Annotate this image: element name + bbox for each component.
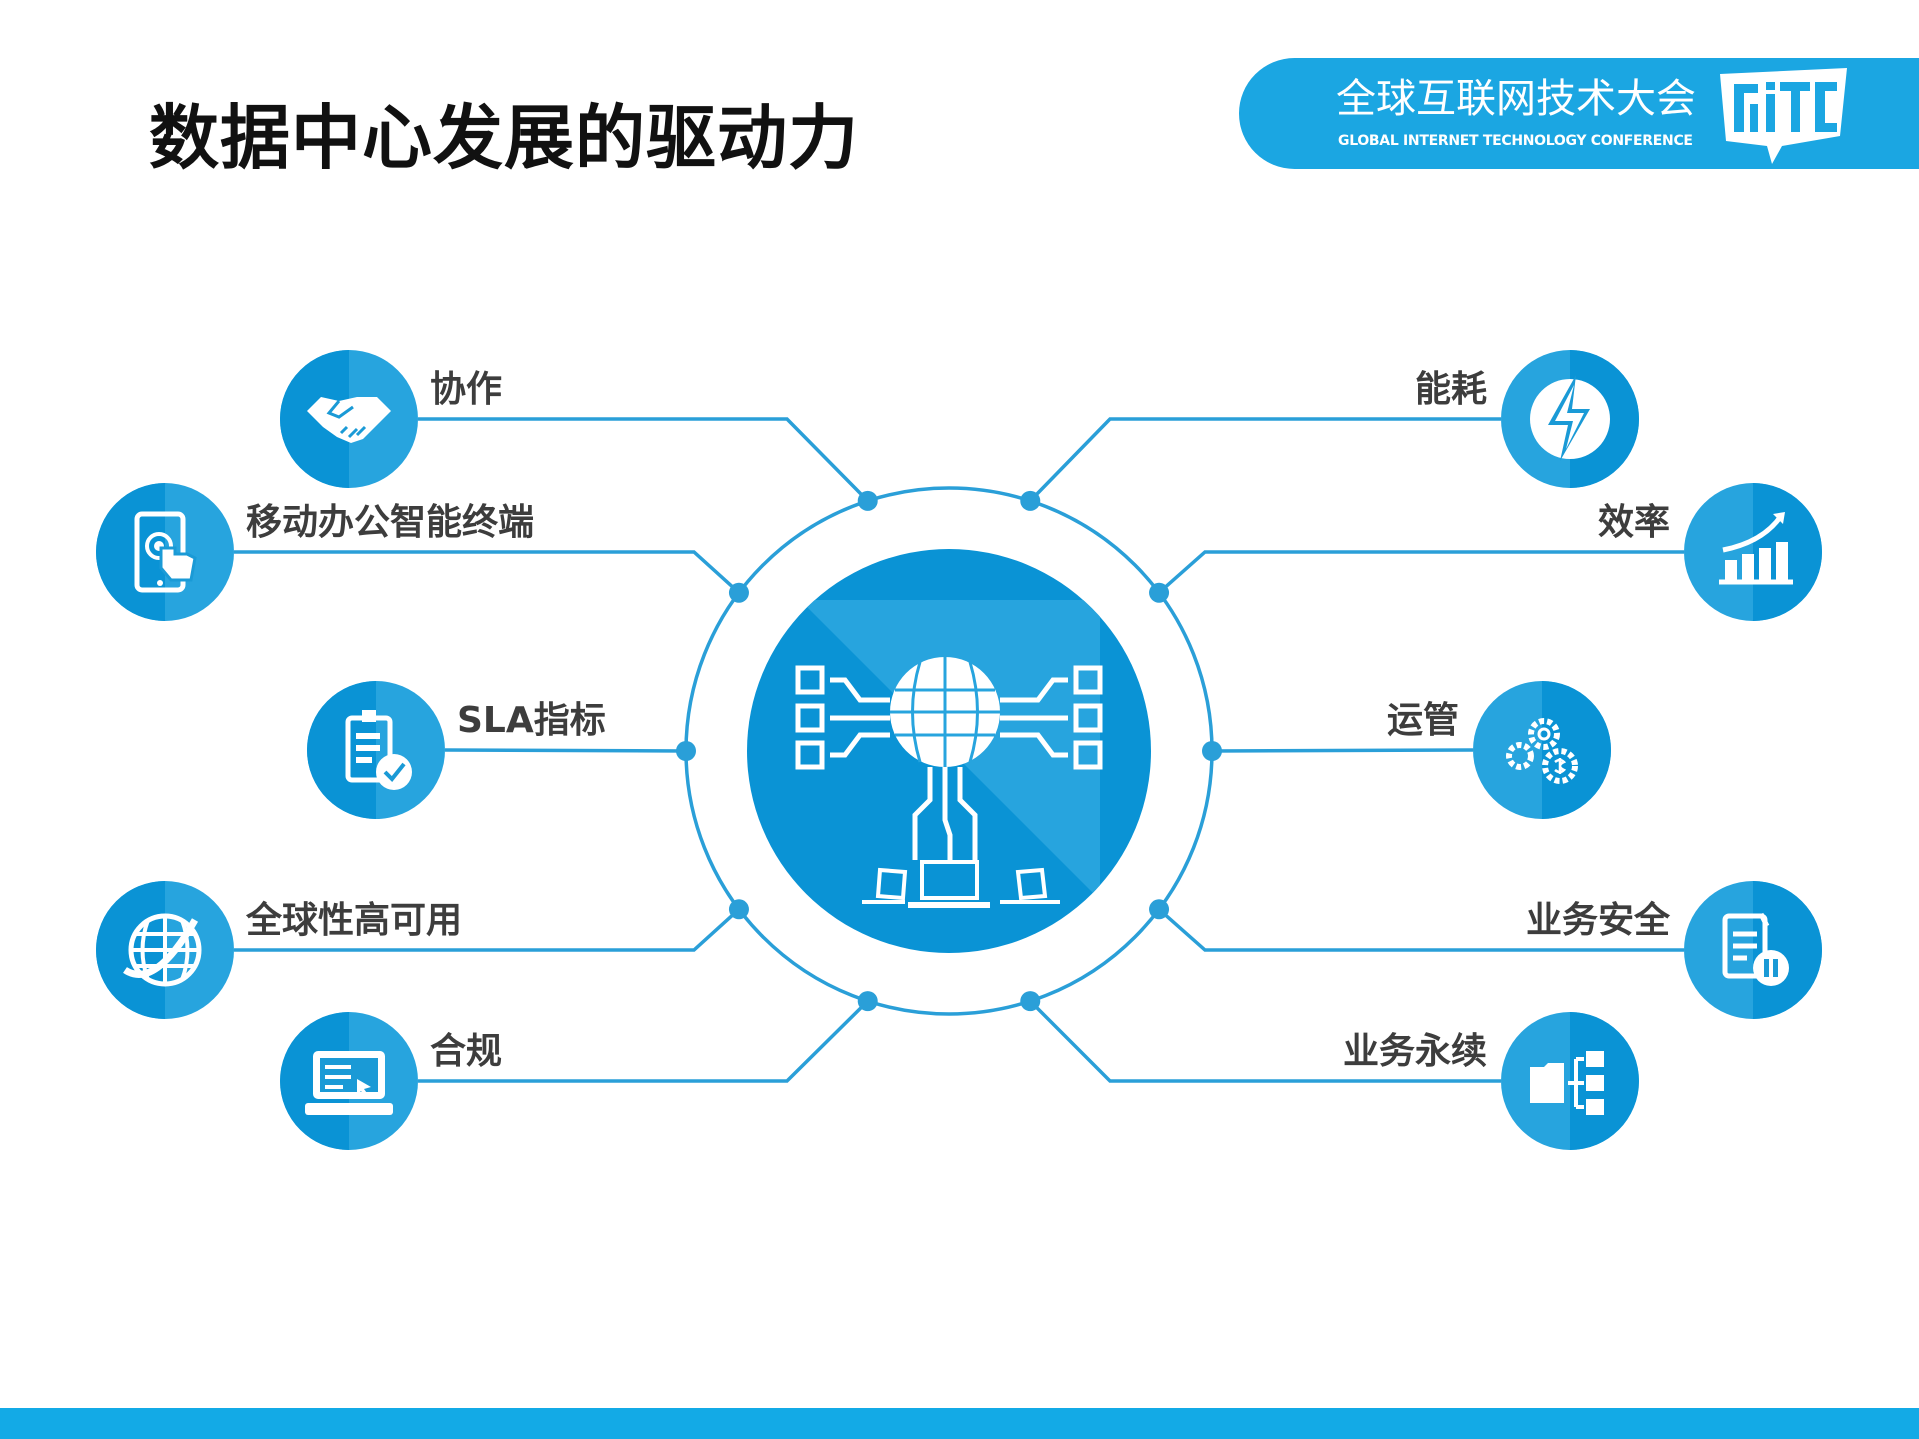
driver-node-2-right: 效率 — [1598, 483, 1822, 621]
connector-line — [1157, 907, 1684, 952]
connector-line — [234, 907, 741, 952]
connector-dot — [728, 899, 749, 920]
growth-chart-icon — [1719, 512, 1793, 585]
connector-dot — [1202, 741, 1222, 761]
connector-line — [418, 417, 869, 503]
center-hub — [747, 549, 1151, 953]
connector-line — [1211, 748, 1474, 753]
gitc-logo-mark-icon — [1720, 68, 1847, 164]
driver-label: 业务永续 — [1343, 1031, 1487, 1072]
driver-label: 效率 — [1598, 502, 1670, 543]
driver-label: 运管 — [1387, 700, 1459, 741]
driver-node-2-left: 移动办公智能终端 — [96, 483, 534, 621]
cloud-network-icon — [795, 657, 1103, 908]
driver-node-4-left: 全球性高可用 — [96, 881, 462, 1019]
connector-dot — [857, 490, 878, 511]
connector-dot — [1149, 582, 1170, 603]
driver-label: 合规 — [430, 1031, 502, 1072]
driver-circle-shade — [1542, 681, 1611, 819]
connector-dot — [1020, 490, 1041, 511]
connector-dot — [857, 991, 878, 1012]
page-title: 数据中心发展的驱动力 — [149, 97, 859, 179]
driver-node-3-right: 运管 — [1387, 681, 1611, 819]
driver-label: 业务安全 — [1526, 899, 1671, 941]
driver-label: 全球性高可用 — [245, 899, 462, 941]
connector-line — [444, 748, 687, 753]
connector-dot — [728, 582, 749, 603]
driver-node-4-right: 业务安全 — [1526, 881, 1822, 1019]
secure-document-icon — [1722, 912, 1789, 986]
connector-line — [1029, 999, 1501, 1083]
driver-node-5-right: 业务永续 — [1343, 1012, 1639, 1150]
conference-name-cn: 全球互联网技术大会 — [1336, 76, 1696, 122]
driver-label: 移动办公智能终端 — [246, 502, 534, 543]
connector-lines — [234, 417, 1684, 1083]
driver-label: 能耗 — [1415, 369, 1487, 410]
connector-dot — [1149, 899, 1170, 920]
driver-circle-shade — [280, 350, 349, 488]
globe-icon — [123, 913, 202, 987]
driver-label: 协作 — [430, 369, 502, 410]
tablet-touch-icon — [134, 511, 197, 593]
handshake-icon — [307, 397, 391, 443]
lightning-icon — [1530, 375, 1610, 461]
gears-icon — [1506, 718, 1578, 784]
driver-node-3-left: SLA指标 — [307, 681, 606, 819]
folder-tree-icon — [1530, 1051, 1604, 1115]
connector-line — [234, 550, 741, 595]
conference-name-en: GLOBAL INTERNET TECHNOLOGY CONFERENCE — [1338, 133, 1693, 149]
clipboard-check-icon — [345, 710, 412, 790]
connector-line — [1029, 417, 1501, 503]
driver-circle-shade — [96, 483, 165, 621]
driver-label: SLA指标 — [457, 700, 606, 741]
driver-node-1-left: 协作 — [280, 350, 502, 488]
bottom-bar — [0, 1408, 1919, 1439]
connector-dot — [1020, 991, 1041, 1012]
connector-dot — [676, 741, 696, 761]
driver-circle-shade — [1570, 1012, 1639, 1150]
connector-line — [1157, 550, 1684, 595]
driver-node-1-right: 能耗 — [1415, 350, 1639, 488]
laptop-screen-icon — [305, 1051, 393, 1115]
driver-node-5-left: 合规 — [280, 1012, 502, 1150]
connector-line — [418, 999, 869, 1083]
